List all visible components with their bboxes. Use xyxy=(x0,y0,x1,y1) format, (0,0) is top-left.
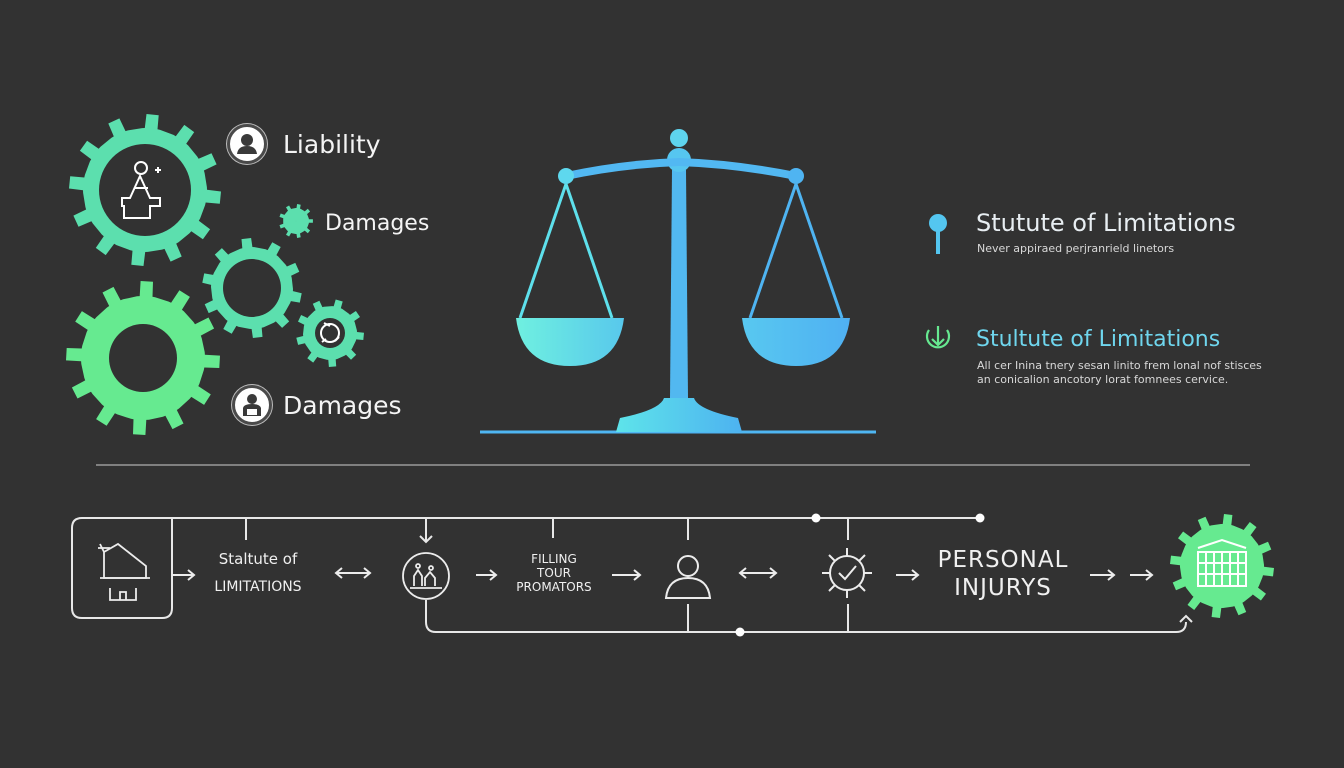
gear-cluster xyxy=(66,114,364,435)
pin-icon xyxy=(929,214,947,254)
flow-step-filling: FILLING TOUR PROMATORS xyxy=(506,552,602,594)
info-sub-2a: All cer Inina tnery sesan linito frem lo… xyxy=(977,359,1262,372)
flow-step-filling-line1: FILLING xyxy=(531,552,577,566)
label-liability: Liability xyxy=(283,130,381,159)
info-sub-2b: an conicalion ancotory lorat fomnees cer… xyxy=(977,373,1229,386)
checkmark-icon xyxy=(822,548,872,598)
scales-of-justice-icon xyxy=(480,129,876,434)
flow-step-filling-line3: PROMATORS xyxy=(516,580,592,594)
download-arrow-icon xyxy=(925,326,951,349)
person-icon xyxy=(664,555,712,599)
gear-icon xyxy=(296,299,364,367)
flow-step-statute-line1: Staltute of xyxy=(218,550,298,568)
gear-icon xyxy=(202,238,302,338)
flow-step-personal-line2: INJURYS xyxy=(954,575,1052,601)
flow-dots xyxy=(735,513,985,637)
warning-person-icon xyxy=(121,161,161,219)
flow-step-filling-line2: TOUR xyxy=(537,566,571,580)
info-sub-1: Never appiraed perjranrield linetors xyxy=(977,242,1175,255)
building-icon xyxy=(1197,538,1247,587)
avatar-damages xyxy=(232,385,272,425)
flow-step-personal-injurys: PERSONAL INJURYS xyxy=(922,546,1084,602)
team-icon xyxy=(402,552,450,600)
label-damages-large: Damages xyxy=(283,391,402,420)
person-icon xyxy=(237,134,257,154)
flow-step-statute-line2: LIMITATIONS xyxy=(214,579,302,595)
flow-step-statute: Staltute of LIMITATIONS xyxy=(200,552,316,595)
flow-arrows xyxy=(172,567,1154,581)
avatar-liability xyxy=(227,124,267,164)
gear-icon xyxy=(279,204,313,238)
gear-icon xyxy=(66,281,220,435)
flow-step-personal-line1: PERSONAL xyxy=(937,547,1069,573)
document-icon xyxy=(98,542,150,601)
refresh-cycle-icon xyxy=(320,322,340,343)
gear-icon xyxy=(69,114,221,266)
info-title-1: Stutute of Limitations xyxy=(976,209,1236,237)
flow-connectors xyxy=(71,517,1193,633)
person-icon xyxy=(243,394,261,416)
label-damages-small: Damages xyxy=(325,211,430,236)
info-title-2: Stultute of Limitations xyxy=(976,327,1221,352)
